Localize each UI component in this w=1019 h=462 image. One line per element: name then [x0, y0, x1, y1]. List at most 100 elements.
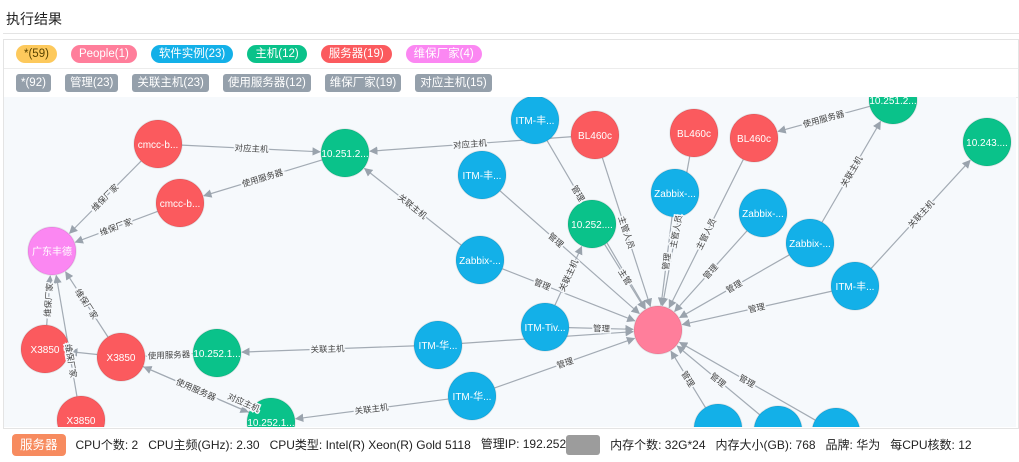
- node-filter-host[interactable]: 主机(12): [247, 45, 307, 63]
- graph-edge[interactable]: [668, 159, 744, 309]
- graph-edge[interactable]: [74, 210, 158, 244]
- edge-filter-related-host[interactable]: 关联主机(23): [132, 74, 209, 92]
- graph-node-circle[interactable]: [570, 110, 620, 160]
- graph-edge[interactable]: [499, 190, 640, 315]
- graph-node-host[interactable]: 10.251.2...: [868, 97, 918, 125]
- graph-edge[interactable]: [676, 345, 760, 416]
- graph-node-software[interactable]: Zabbix-...: [738, 188, 788, 238]
- graph-node-circle[interactable]: [56, 395, 106, 427]
- graph-node-software[interactable]: Zabbix-...: [785, 218, 835, 268]
- graph-edge[interactable]: [601, 157, 652, 308]
- graph-node-circle[interactable]: [962, 117, 1012, 167]
- edge-filter-manage[interactable]: 管理(23): [64, 74, 119, 92]
- graph-node-circle[interactable]: [96, 332, 146, 382]
- graph-node-circle[interactable]: [133, 119, 183, 169]
- graph-edge[interactable]: [568, 324, 634, 334]
- graph-node-software[interactable]: ITM-丰...: [830, 261, 880, 311]
- graph-edge[interactable]: [604, 244, 646, 310]
- graph-node-host[interactable]: 10.252.1...: [246, 397, 296, 427]
- graph-edge[interactable]: [674, 230, 748, 313]
- graph-node-circle[interactable]: [633, 305, 683, 355]
- graph-node-circle[interactable]: [457, 150, 507, 200]
- graph-node-software[interactable]: [753, 405, 803, 427]
- graph-node-circle[interactable]: [455, 235, 505, 285]
- graph-edge[interactable]: [554, 245, 583, 306]
- graph-node-circle[interactable]: [27, 226, 77, 276]
- graph-node-server[interactable]: BL460c: [570, 110, 620, 160]
- node-filter-software[interactable]: 软件实例(23): [150, 45, 234, 63]
- graph-node-host[interactable]: 10.252.1...: [192, 328, 242, 378]
- graph-node-circle[interactable]: [510, 97, 560, 145]
- graph-edge[interactable]: [657, 216, 673, 307]
- graph-node-server[interactable]: X3850: [20, 324, 70, 374]
- graph-node-circle[interactable]: [567, 199, 617, 249]
- graph-node-circle[interactable]: [320, 128, 370, 178]
- graph-edge[interactable]: [69, 160, 142, 234]
- graph-node-circle[interactable]: [155, 178, 205, 228]
- edge-filter-uses-server[interactable]: 使用服务器(12): [222, 74, 311, 92]
- graph-edge[interactable]: [777, 105, 871, 134]
- graph-node-circle[interactable]: [868, 97, 918, 125]
- graph-node-server[interactable]: BL460c: [729, 113, 779, 163]
- graph-edge[interactable]: [678, 254, 790, 319]
- graph-edge[interactable]: [69, 348, 98, 357]
- graph-node-circle[interactable]: [669, 108, 719, 158]
- graph-node-circle[interactable]: [785, 218, 835, 268]
- graph-node-people[interactable]: [633, 305, 683, 355]
- graph-edge[interactable]: [363, 168, 462, 246]
- graph-node-software[interactable]: Zabbix-...: [650, 168, 700, 218]
- graph-edge[interactable]: [870, 159, 971, 269]
- graph-edge[interactable]: [45, 275, 54, 326]
- graph-node-software[interactable]: Zabbix-...: [455, 235, 505, 285]
- graph-node-circle[interactable]: [20, 324, 70, 374]
- graph-node-circle[interactable]: [246, 397, 296, 427]
- graph-node-server[interactable]: X3850: [56, 395, 106, 427]
- graph-edge[interactable]: [65, 271, 109, 338]
- node-filter-all[interactable]: *(59): [16, 45, 57, 63]
- graph-node-software[interactable]: ITM-丰...: [510, 97, 560, 145]
- graph-node-circle[interactable]: [693, 403, 743, 427]
- edge-filter-vendor[interactable]: 维保厂家(19): [324, 74, 402, 92]
- graph-edge[interactable]: [145, 351, 194, 360]
- graph-node-circle[interactable]: [520, 302, 570, 352]
- graph-node-circle[interactable]: [192, 328, 242, 378]
- graph-node-software[interactable]: ITM-Tiv...: [520, 302, 570, 352]
- graph-node-circle[interactable]: [830, 261, 880, 311]
- node-filter-people[interactable]: People(1): [70, 45, 137, 63]
- graph-node-software[interactable]: [811, 407, 861, 427]
- node-filter-server[interactable]: 服务器(19): [320, 45, 392, 63]
- graph-node-server[interactable]: BL460c: [669, 108, 719, 158]
- edge-filter-corresponding-host[interactable]: 对应主机(15): [415, 74, 492, 92]
- graph-node-server[interactable]: cmcc-b...: [155, 178, 205, 228]
- graph-edge[interactable]: [53, 274, 78, 397]
- graph-node-software[interactable]: [693, 403, 743, 427]
- graph-edge[interactable]: [821, 120, 881, 223]
- graph-node-server[interactable]: X3850: [96, 332, 146, 382]
- graph-node-circle[interactable]: [413, 320, 463, 370]
- graph-node-software[interactable]: ITM-华...: [413, 320, 463, 370]
- graph-edge[interactable]: [142, 365, 249, 413]
- graph-node-circle[interactable]: [811, 407, 861, 427]
- graph-node-software[interactable]: ITM-丰...: [457, 150, 507, 200]
- graph-node-circle[interactable]: [447, 371, 497, 421]
- edge-filter-all[interactable]: *(92): [16, 74, 51, 92]
- graph-node-host[interactable]: 10.252....: [567, 199, 617, 249]
- graph-node-circle[interactable]: [650, 168, 700, 218]
- graph-node-host[interactable]: 10.251.2...: [320, 128, 370, 178]
- node-filter-vendor[interactable]: 维保厂家(4): [405, 45, 482, 63]
- graph-node-server[interactable]: cmcc-b...: [133, 119, 183, 169]
- graph-node-circle[interactable]: [753, 405, 803, 427]
- graph-edge[interactable]: [494, 336, 636, 389]
- graph-edge[interactable]: [502, 268, 636, 322]
- graph-node-vendor[interactable]: 广东丰德: [27, 226, 77, 276]
- graph-edge[interactable]: [294, 398, 449, 422]
- graph-edge[interactable]: [678, 341, 816, 421]
- graph-node-host[interactable]: 10.243....: [962, 117, 1012, 167]
- graph-node-software[interactable]: ITM-华...: [447, 371, 497, 421]
- graph-edge[interactable]: [203, 159, 323, 198]
- graph-svg[interactable]: cmcc-b...cmcc-b...10.251.2...广东丰德X3850X3…: [4, 97, 1016, 427]
- graph-edge[interactable]: [681, 290, 832, 328]
- graph-node-circle[interactable]: [738, 188, 788, 238]
- graph-edge[interactable]: [181, 144, 321, 156]
